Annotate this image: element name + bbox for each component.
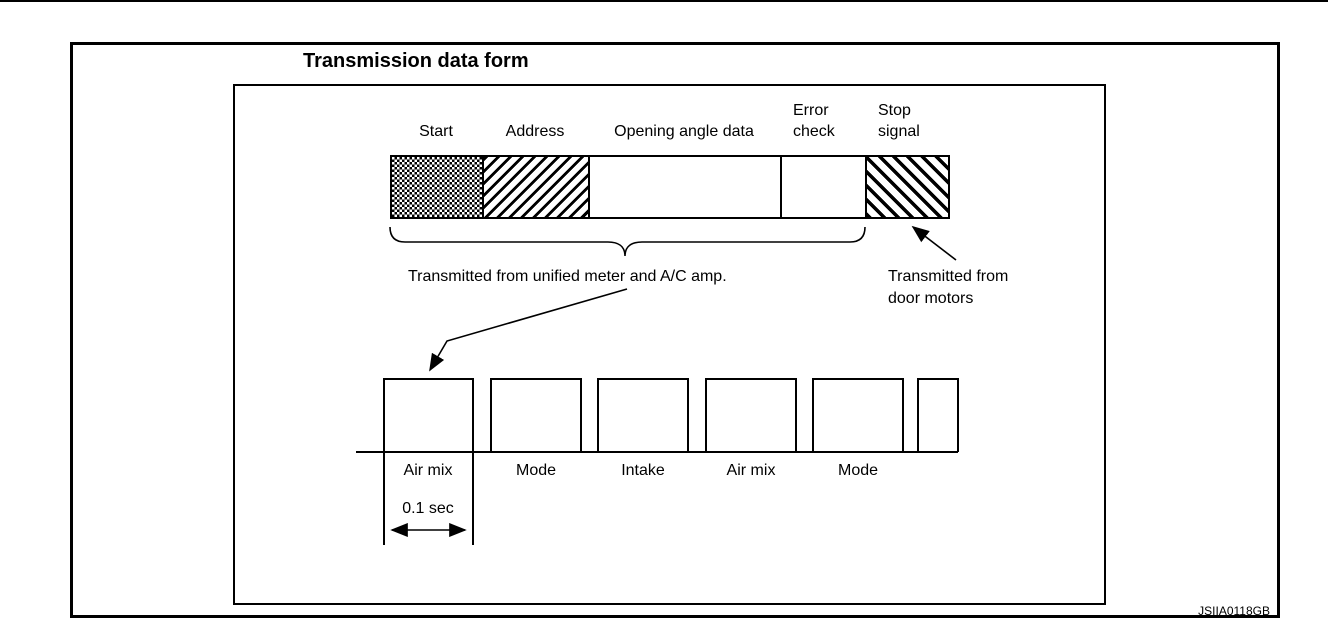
opening-angle-data-segment-label: Opening angle data <box>614 123 754 140</box>
main-source-annotation: Transmitted from unified meter and A/C a… <box>408 268 727 285</box>
segment-start <box>392 157 482 217</box>
error-check-label-line1: Error <box>793 102 829 119</box>
waveform-pulse-4 <box>705 378 797 452</box>
door-motors-annotation-line2: door motors <box>888 290 974 307</box>
data-frame-bar <box>390 155 950 219</box>
waveform-pulse-2 <box>490 378 582 452</box>
duration-label: 0.1 sec <box>402 500 454 517</box>
pulse-label-air-mix-2: Air mix <box>726 462 776 479</box>
error-check-label-line2: check <box>793 123 835 140</box>
door-motors-annotation: Transmitted from door motors <box>888 266 1008 310</box>
brace-transmitted-range <box>389 226 866 257</box>
waveform-pulse-6 <box>917 378 959 452</box>
figure-title: Transmission data form <box>303 50 529 72</box>
figure-inner-frame <box>233 84 1106 605</box>
pulse-label-air-mix-1: Air mix <box>403 462 453 479</box>
stop-signal-label-line2: signal <box>878 123 920 140</box>
segment-error-check <box>780 157 865 217</box>
pulse-label-intake: Intake <box>621 462 665 479</box>
figure-outer-frame <box>70 42 1280 618</box>
pulse-label-mode-1: Mode <box>515 462 557 479</box>
waveform-pulse-1 <box>383 378 474 452</box>
segment-stop-signal <box>865 157 948 217</box>
address-segment-label: Address <box>505 123 565 140</box>
figure-code: JSIIA0118GB <box>1198 604 1270 618</box>
waveform-pulse-5 <box>812 378 904 452</box>
leader-arrow-to-waveform <box>429 288 628 372</box>
segment-address <box>482 157 588 217</box>
page-top-rule <box>0 0 1328 2</box>
stop-signal-segment-label: Stop signal <box>878 100 920 142</box>
leader-arrow-to-stop-signal <box>911 225 957 261</box>
segment-opening-angle-data <box>588 157 780 217</box>
start-segment-label: Start <box>419 123 453 140</box>
door-motors-annotation-line1: Transmitted from <box>888 268 1009 285</box>
waveform-pulse-3 <box>597 378 689 452</box>
pulse-label-mode-2: Mode <box>837 462 879 479</box>
error-check-segment-label: Error check <box>793 100 835 142</box>
stop-signal-label-line1: Stop <box>878 102 911 119</box>
